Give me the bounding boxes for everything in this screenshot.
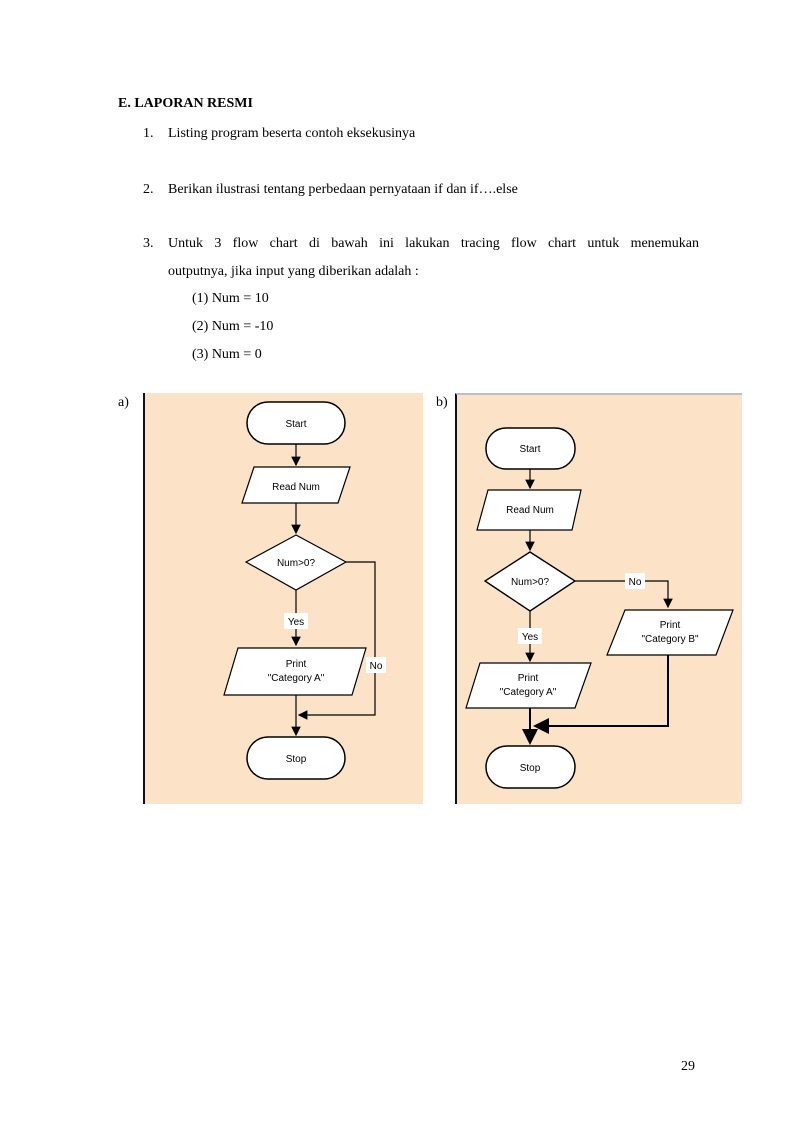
print-label-line1: Print: [286, 659, 307, 670]
read-label: Read Num: [272, 482, 320, 493]
flowchart-a: Start Read Num Num>0? Yes No Print "Cate…: [143, 393, 423, 804]
decision-label: Num>0?: [277, 558, 316, 569]
input-case: (2) Num = -10: [192, 319, 274, 334]
no-label-box: [625, 573, 645, 589]
no-path: [297, 561, 376, 720]
merge-path: [533, 655, 669, 734]
yes-label: Yes: [522, 632, 538, 643]
stop-label: Stop: [286, 754, 307, 765]
start-label: Start: [519, 444, 540, 455]
flowchart-b-diagram: Start Read Num Num>0? Yes No Print "Cate…: [465, 427, 734, 789]
read-input-shape: [476, 489, 582, 531]
print-a-label-line1: Print: [518, 673, 539, 684]
print-b-label-line2: "Category B": [641, 634, 699, 645]
section-heading: E. LAPORAN RESMI: [118, 96, 253, 111]
read-input-shape: [241, 466, 351, 504]
read-label: Read Num: [506, 505, 554, 516]
yes-label: Yes: [288, 617, 304, 628]
list-item-text: Berikan ilustrasi tentang perbedaan pern…: [168, 182, 518, 197]
stop-label: Stop: [520, 763, 541, 774]
print-b-output-shape: [606, 609, 734, 656]
start-label: Start: [285, 419, 306, 430]
print-label-line2: "Category A": [268, 673, 325, 684]
input-case: (3) Num = 0: [192, 347, 262, 362]
list-item-text: Listing program beserta contoh eksekusin…: [168, 126, 416, 141]
print-output-shape: [223, 647, 367, 696]
print-a-label-line2: "Category A": [500, 687, 557, 698]
decision-label: Num>0?: [511, 577, 550, 588]
list-item-number: 2.: [143, 182, 154, 197]
yes-label-box: [284, 613, 308, 629]
flowchart-a-diagram: Start Read Num Num>0? Yes No Print "Cate…: [223, 401, 386, 780]
figure-a-label: a): [118, 395, 129, 410]
print-a-output-shape: [465, 662, 592, 709]
no-label: No: [370, 661, 383, 672]
input-case: (1) Num = 10: [192, 291, 269, 306]
no-label: No: [629, 577, 642, 588]
page-number: 29: [681, 1059, 695, 1074]
figure-b-label: b): [436, 395, 448, 410]
list-item-text-continued: outputnya, jika input yang diberikan ada…: [168, 264, 419, 279]
flowchart-b: Start Read Num Num>0? Yes No Print "Cate…: [455, 393, 742, 804]
list-item-number: 3.: [143, 236, 154, 251]
yes-label-box: [518, 628, 542, 644]
stop-terminator: [485, 745, 576, 789]
print-b-label-line1: Print: [660, 620, 681, 631]
list-item-number: 1.: [143, 126, 154, 141]
no-path: [575, 580, 673, 609]
list-item-text: Untuk 3 flow chart di bawah ini lakukan …: [168, 236, 699, 251]
stop-terminator: [246, 736, 346, 780]
no-label-box: [366, 657, 386, 673]
